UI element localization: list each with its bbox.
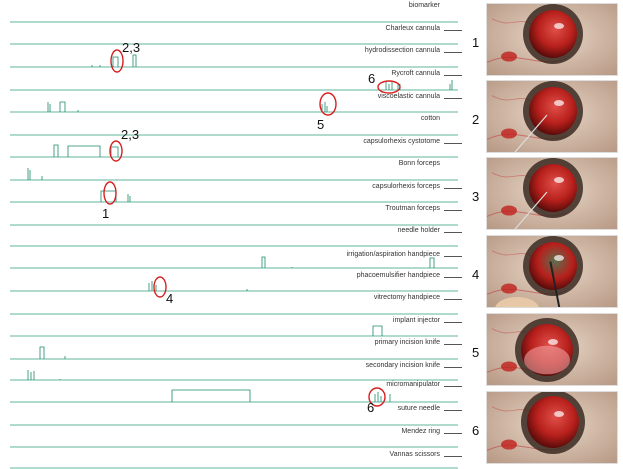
track-label: primary incision knife: [374, 339, 440, 346]
track-label: implant injector: [392, 317, 440, 324]
callout-label: 5: [317, 117, 325, 132]
callout-circle: [110, 49, 124, 73]
track-label: viscoelastic cannula: [377, 93, 440, 100]
video-frame: [486, 391, 618, 464]
signal-pulse: [171, 389, 251, 402]
eye-image: [487, 81, 617, 152]
track-label: Vannas scissors: [389, 451, 440, 458]
track-label: Rycroft cannula: [391, 70, 440, 77]
eye-image: [487, 236, 617, 307]
signal-pulse: [429, 257, 435, 268]
signal-pulse: [67, 145, 101, 157]
signal-pulse: [112, 56, 119, 67]
label-tick: [444, 52, 462, 53]
label-tick: [444, 98, 462, 99]
frame-number: 6: [472, 423, 480, 438]
callout-circle: [153, 276, 167, 298]
label-tick: [444, 322, 462, 323]
track-label: vitrectomy handpiece: [373, 294, 440, 301]
track-label: phacoemulsifier handpiece: [356, 272, 440, 279]
track-label: irrigation/aspiration handpiece: [346, 251, 440, 258]
label-tick: [444, 410, 462, 411]
signal-pulse: [372, 325, 383, 336]
track-label: Mendez ring: [401, 428, 440, 435]
frame-number: 1: [472, 35, 480, 50]
frame-number: 5: [472, 345, 480, 360]
callout-circles: [103, 49, 401, 407]
label-tick: [444, 210, 462, 211]
label-tick: [444, 143, 462, 144]
track-label: capsulorhexis forceps: [372, 183, 440, 190]
track-label: hydrodissection cannula: [364, 47, 440, 54]
label-tick: [444, 188, 462, 189]
baselines: [10, 21, 458, 469]
signal-pulse: [110, 146, 119, 157]
callout-circle: [103, 181, 117, 205]
video-frame: [486, 157, 618, 230]
track-label: suture needle: [397, 405, 440, 412]
callout-label: 6: [368, 71, 376, 86]
track-label: Bonn forceps: [398, 160, 440, 167]
track-label: cotton: [420, 115, 440, 122]
video-frame: [486, 235, 618, 308]
track-label: Troutman forceps: [385, 205, 440, 212]
label-tick: [444, 30, 462, 31]
eye-image: [487, 392, 617, 463]
callout-label: 2,3: [122, 40, 141, 55]
label-tick: [444, 344, 462, 345]
signal-pulse: [39, 346, 45, 359]
video-frame: [486, 80, 618, 153]
callout-circle: [368, 387, 386, 407]
callout-label: 2,3: [121, 127, 140, 142]
label-tick: [444, 256, 462, 257]
pulses: [27, 54, 453, 402]
track-label: capsulorhexis cystotome: [363, 138, 440, 145]
signal-pulse: [132, 54, 137, 67]
label-tick: [444, 277, 462, 278]
frame-number: 2: [472, 112, 480, 127]
label-tick: [444, 75, 462, 76]
video-frame: [486, 3, 618, 76]
callout-circle: [377, 80, 401, 94]
callout-label: 4: [166, 291, 174, 306]
signal-pulse: [53, 144, 59, 157]
track-label: Charleux cannula: [385, 25, 440, 32]
track-label: needle holder: [397, 227, 440, 234]
eye-image: [487, 4, 617, 75]
label-tick: [444, 232, 462, 233]
track-label: biomarker: [408, 2, 440, 9]
label-tick: [444, 386, 462, 387]
frame-number: 4: [472, 267, 480, 282]
video-frame: [486, 313, 618, 386]
callout-circle: [109, 140, 123, 162]
label-tick: [444, 299, 462, 300]
track-label: micromanipulator: [386, 381, 440, 388]
frame-number: 3: [472, 189, 480, 204]
callout-label: 1: [102, 206, 110, 221]
signal-pulse: [59, 101, 66, 112]
label-tick: [444, 367, 462, 368]
eye-image: [487, 158, 617, 229]
callout-label: 6: [367, 400, 375, 415]
callout-circle: [319, 92, 337, 116]
eye-image: [487, 314, 617, 385]
label-tick: [444, 433, 462, 434]
signal-pulse: [261, 256, 266, 268]
label-tick: [444, 456, 462, 457]
track-label: secondary incision knife: [365, 362, 440, 369]
